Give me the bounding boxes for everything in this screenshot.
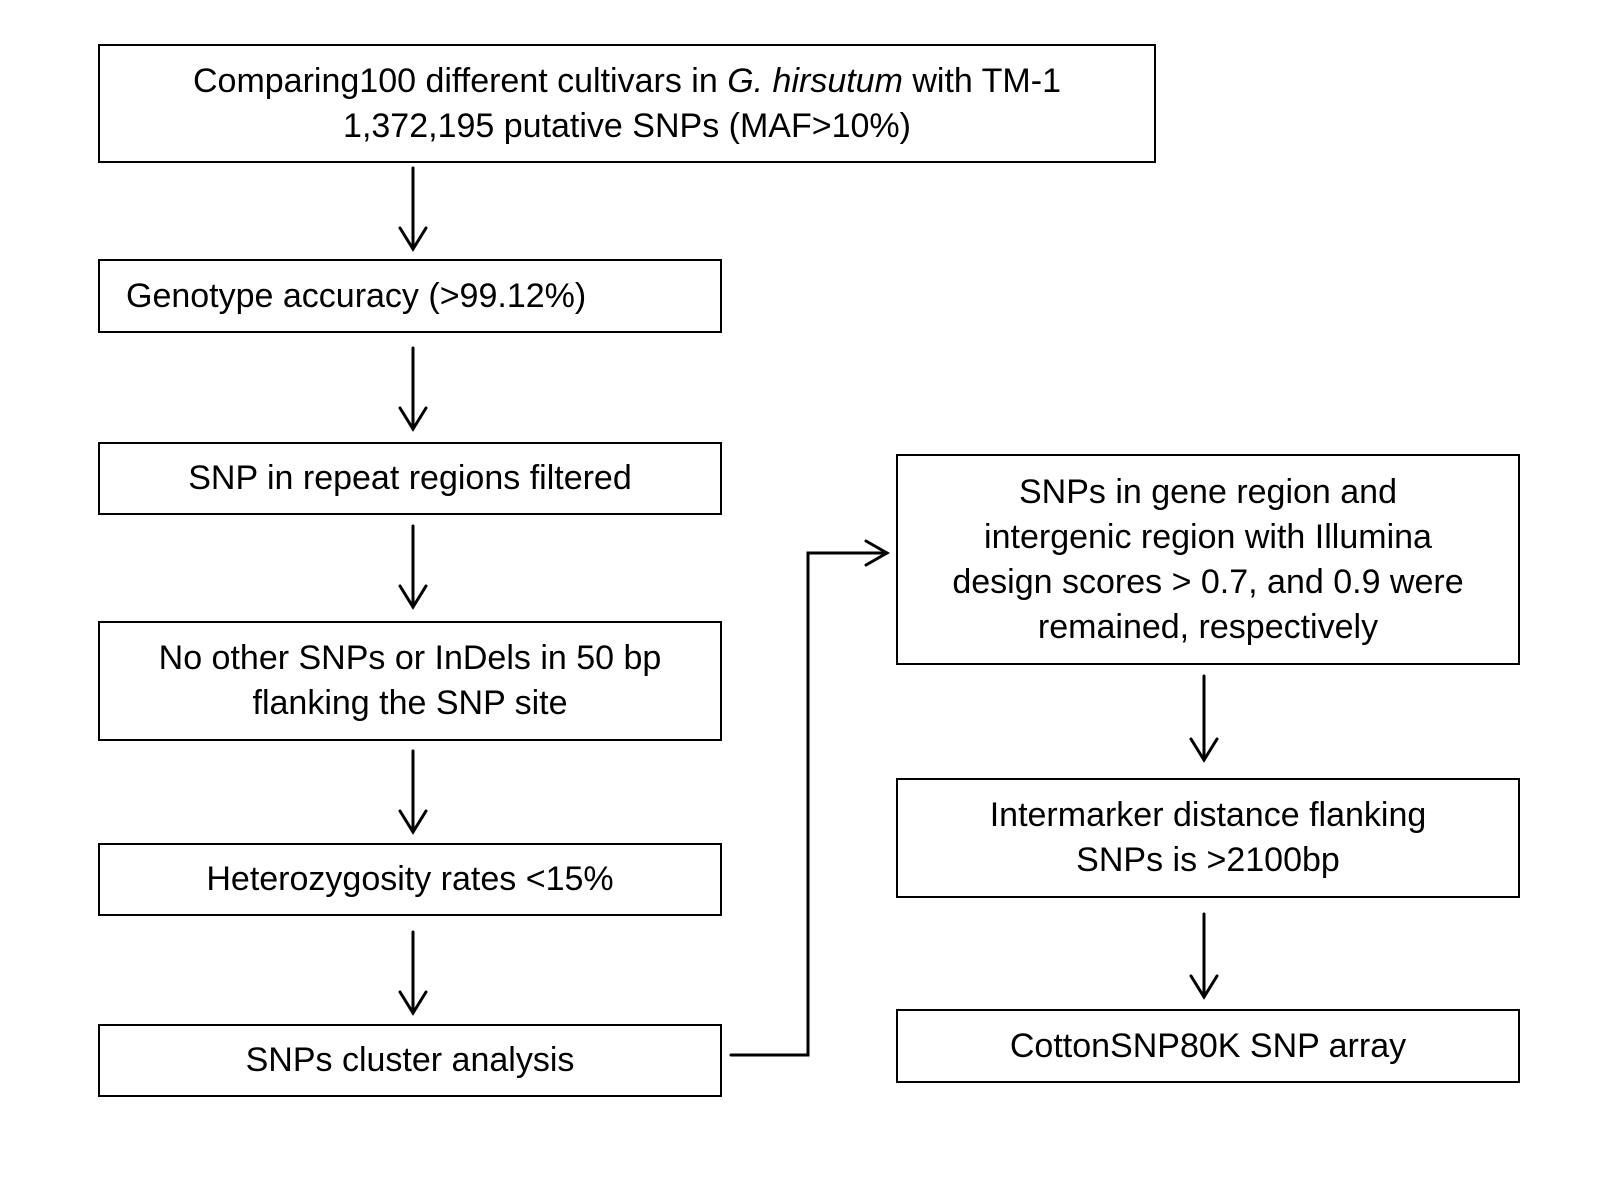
arrow-down-6 [1189,674,1219,763]
arrow-down-3 [398,524,428,610]
arrow-down-5 [398,930,428,1016]
step-box-repeat-regions-filtered: SNP in repeat regions filtered [98,442,722,515]
step-box-heterozygosity-rates: Heterozygosity rates <15% [98,843,722,916]
step-text: Genotype accuracy (>99.12%) [126,276,587,315]
arrow-down-7 [1189,912,1219,1000]
step-text-line: SNPs in gene region and [1018,472,1398,511]
step-text-line: 1,372,195 putative SNPs (MAF>10%) [343,106,911,145]
step-box-comparing-cultivars: Comparing100 different cultivars in G. h… [98,44,1156,163]
step-box-gene-region-design-scores: SNPs in gene region and intergenic regio… [896,454,1520,665]
step-box-intermarker-distance: Intermarker distance flanking SNPs is >2… [896,778,1520,898]
step-box-snps-cluster-analysis: SNPs cluster analysis [98,1024,722,1097]
arrow-down-1 [398,166,428,252]
step-text: SNP in repeat regions filtered [188,459,632,497]
step-text-line: remained, respectively [1037,607,1379,646]
step-text: CottonSNP80K SNP array [1009,1026,1407,1065]
arrow-down-4 [398,749,428,835]
step-text: Heterozygosity rates <15% [206,860,614,898]
step-text-line: No other SNPs or InDels in 50 bp [158,639,662,677]
arrow-elbow-connector [729,539,891,1057]
step-text-line: Intermarker distance flanking [989,796,1427,834]
step-box-genotype-accuracy: Genotype accuracy (>99.12%) [98,259,722,333]
step-text-line: intergenic region with Illumina [984,517,1432,556]
step-text: SNPs cluster analysis [245,1041,575,1079]
step-box-no-other-snps-indels: No other SNPs or InDels in 50 bp flankin… [98,621,722,741]
step-text-line: design scores > 0.7, and 0.9 were [952,562,1464,601]
step-text-line: SNPs is >2100bp [1076,841,1340,879]
step-text-line: Comparing100 different cultivars in G. h… [192,61,1061,100]
step-text-line: flanking the SNP site [252,684,568,722]
arrow-down-2 [398,346,428,432]
step-box-cottonsnp80k-array: CottonSNP80K SNP array [896,1009,1520,1083]
